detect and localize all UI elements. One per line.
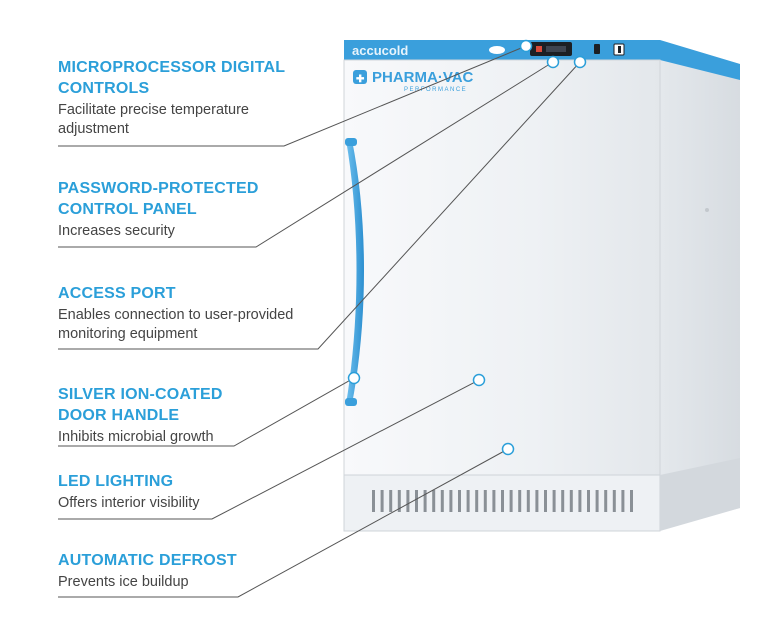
callout-line-handle [58,377,355,447]
vent-slot [569,490,573,512]
vent-slot [466,490,470,512]
feature-door-handle: SILVER ION-COATED DOOR HANDLE Inhibits m… [58,384,338,447]
vent-slot [509,490,513,512]
vent-slot [552,490,556,512]
vent-slot [587,490,590,512]
feature-access-port: ACCESS PORT Enables connection to user-p… [58,283,338,344]
feature-title: AUTOMATIC DEFROST [58,552,237,569]
vent-slot [449,490,453,512]
vent-slot [501,490,504,512]
door [343,59,661,476]
callout-line-led [58,379,480,520]
lock-icon [594,44,600,54]
vent-slot [595,490,599,512]
vent-slot [604,490,608,512]
vent-slot [458,490,461,512]
vent-slot [578,490,582,512]
vent-slot [397,490,401,512]
feature-title: PASSWORD-PROTECTED CONTROL PANEL [58,180,259,218]
callout-dot-access-port [573,55,587,69]
vent-slot [492,490,496,512]
svg-text:✚: ✚ [356,74,365,85]
vent-slot [440,490,444,512]
vent-grille [372,490,633,512]
vent-slot [406,490,410,512]
vent-slot [380,490,384,512]
vent-slot [526,490,530,512]
vent-slot [621,490,625,512]
brand-name: accucold [352,43,408,58]
vent-slot [630,490,633,512]
callout-dot-defrost [501,442,515,456]
feature-password-panel: PASSWORD-PROTECTED CONTROL PANEL Increas… [58,178,338,241]
callout-line-password [58,61,554,248]
top-trim-side [660,40,740,80]
callout-dot-handle [347,371,361,385]
callout-dot-led [472,373,486,387]
feature-automatic-defrost: AUTOMATIC DEFROST Prevents ice buildup [58,550,338,592]
feature-title: LED LIGHTING [58,473,174,490]
callout-dot-controls [519,39,533,53]
vent-slot [612,490,616,512]
feature-description: Inhibits microbial growth [58,429,214,445]
callout-line-access-port [58,61,581,350]
feature-description: Facilitate precise temperature adjustmen… [58,102,249,137]
callout-dot-password [546,55,560,69]
vent-slot [423,490,427,512]
vent-slot [415,490,418,512]
callout-line-defrost [58,448,509,598]
vent-slot [389,490,393,512]
feature-title: MICROPROCESSOR DIGITAL CONTROLS [58,59,286,97]
feature-description: Increases security [58,223,175,239]
feature-microprocessor-controls: MICROPROCESSOR DIGITAL CONTROLS Facilita… [58,57,338,139]
feature-led-lighting: LED LIGHTING Offers interior visibility [58,471,338,513]
feature-description: Prevents ice buildup [58,574,189,590]
feature-title: SILVER ION-COATED DOOR HANDLE [58,386,223,424]
logo-text: PHARMA·VAC [372,69,474,86]
vent-slot [372,490,375,512]
vent-slot [475,490,479,512]
feature-description: Enables connection to user-provided moni… [58,307,294,342]
door-handle [346,140,364,404]
callout-lines [58,45,581,598]
feature-description: Offers interior visibility [58,495,200,511]
cabinet-side [660,40,740,528]
callout-line-controls [58,45,527,147]
vent-slot [432,490,436,512]
vent-slot [561,490,565,512]
door-alarm-button [489,46,505,54]
feature-title: ACCESS PORT [58,285,176,302]
vent-slot [544,490,547,512]
vent-slot [483,490,487,512]
logo-icon [353,70,367,84]
logo-subtext: PERFORMANCE [404,87,467,93]
callout-dots [347,39,587,456]
vent-slot [535,490,539,512]
base-side [660,458,740,531]
vent-slot [518,490,522,512]
